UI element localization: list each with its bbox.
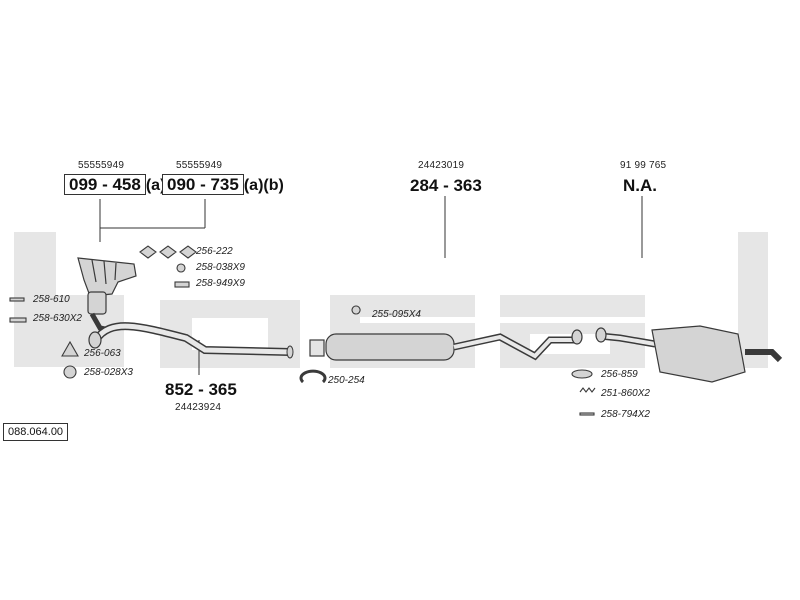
fitting-label[interactable]: 251-860X2 bbox=[601, 388, 650, 399]
diagram-reference-number: 088.064.00 bbox=[3, 423, 69, 441]
nut-icon bbox=[63, 365, 77, 379]
gasket-icon bbox=[61, 340, 79, 357]
part-number-center-silencer[interactable]: 284 - 363 bbox=[410, 176, 482, 195]
fitting-icons bbox=[9, 245, 596, 416]
fitting-label[interactable]: 250-254 bbox=[328, 375, 365, 386]
fitting-label[interactable]: 256-859 bbox=[601, 369, 638, 380]
manifold-part bbox=[77, 257, 137, 333]
oem-number-rear-silencer: 91 99 765 bbox=[620, 160, 667, 171]
bolt-icon bbox=[174, 281, 190, 288]
variant-suffix-manifold-b: (a)(b) bbox=[243, 177, 284, 194]
fitting-label[interactable]: 255-095X4 bbox=[372, 309, 421, 320]
part-number-manifold-b[interactable]: 090 - 735 bbox=[162, 174, 244, 195]
nut-icon bbox=[176, 263, 186, 273]
fitting-label[interactable]: 258-630X2 bbox=[33, 313, 82, 324]
part-number-manifold-a[interactable]: 099 - 458 bbox=[64, 174, 146, 195]
fitting-label[interactable]: 256-063 bbox=[84, 348, 121, 359]
rear-silencer-part bbox=[595, 325, 783, 383]
clamp-icon bbox=[351, 305, 361, 315]
clamp-icon bbox=[299, 369, 327, 384]
oem-number-manifold-b: 55555949 bbox=[176, 160, 223, 171]
stud-icon bbox=[9, 297, 25, 302]
gasket-icon bbox=[571, 369, 593, 379]
fitting-label[interactable]: 258-794X2 bbox=[601, 409, 650, 420]
part-number-front-pipe[interactable]: 852 - 365 bbox=[165, 380, 237, 399]
part-number-rear-silencer: N.A. bbox=[623, 176, 657, 195]
oem-number-manifold-a: 55555949 bbox=[78, 160, 125, 171]
assembly-manifold-a[interactable]: 099 - 458(a) bbox=[64, 174, 166, 195]
fitting-label[interactable]: 256-222 bbox=[196, 246, 233, 257]
oem-number-center-silencer: 24423019 bbox=[418, 160, 465, 171]
spring-icon bbox=[579, 387, 596, 393]
assembly-manifold-b[interactable]: 090 - 735(a)(b) bbox=[162, 174, 284, 195]
oem-number-front-pipe: 24423924 bbox=[175, 402, 222, 413]
variant-suffix-manifold-a: (a) bbox=[145, 177, 166, 194]
bolt-icon bbox=[579, 412, 595, 416]
fitting-label[interactable]: 258-949X9 bbox=[196, 278, 245, 289]
fitting-label[interactable]: 258-610 bbox=[33, 294, 70, 305]
center-silencer-part bbox=[309, 329, 583, 361]
fitting-label[interactable]: 258-028X3 bbox=[84, 367, 133, 378]
front-pipe-part bbox=[88, 322, 294, 359]
bolt-icon bbox=[9, 317, 27, 323]
gasket-icon bbox=[139, 245, 197, 259]
fitting-label[interactable]: 258-038X9 bbox=[196, 262, 245, 273]
